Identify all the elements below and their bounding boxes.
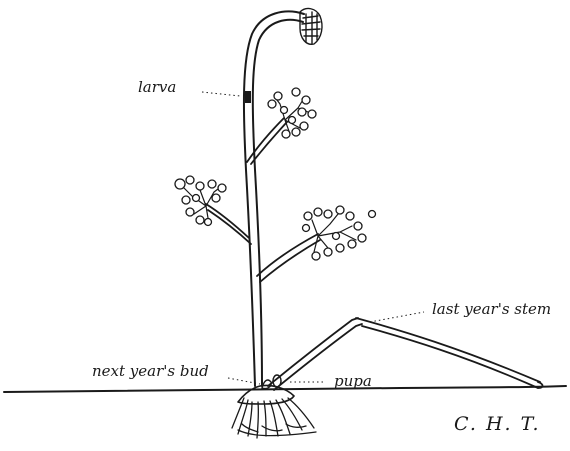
- label-next-years-bud: next year's bud: [92, 362, 209, 380]
- last-years-stem: [268, 318, 543, 390]
- label-larva: larva: [138, 78, 176, 96]
- larva-leader: [202, 92, 240, 96]
- last-years-stem-leader: [370, 312, 424, 322]
- larva-shape: [245, 91, 251, 103]
- label-last-years-stem: last year's stem: [432, 300, 551, 318]
- flower-cluster-upper: [268, 88, 316, 138]
- label-pupa: pupa: [334, 372, 372, 390]
- main-stem: [244, 11, 304, 386]
- artist-signature: C. H. T.: [454, 413, 541, 435]
- branches: [206, 118, 320, 282]
- flower-cluster-lower: [303, 206, 376, 260]
